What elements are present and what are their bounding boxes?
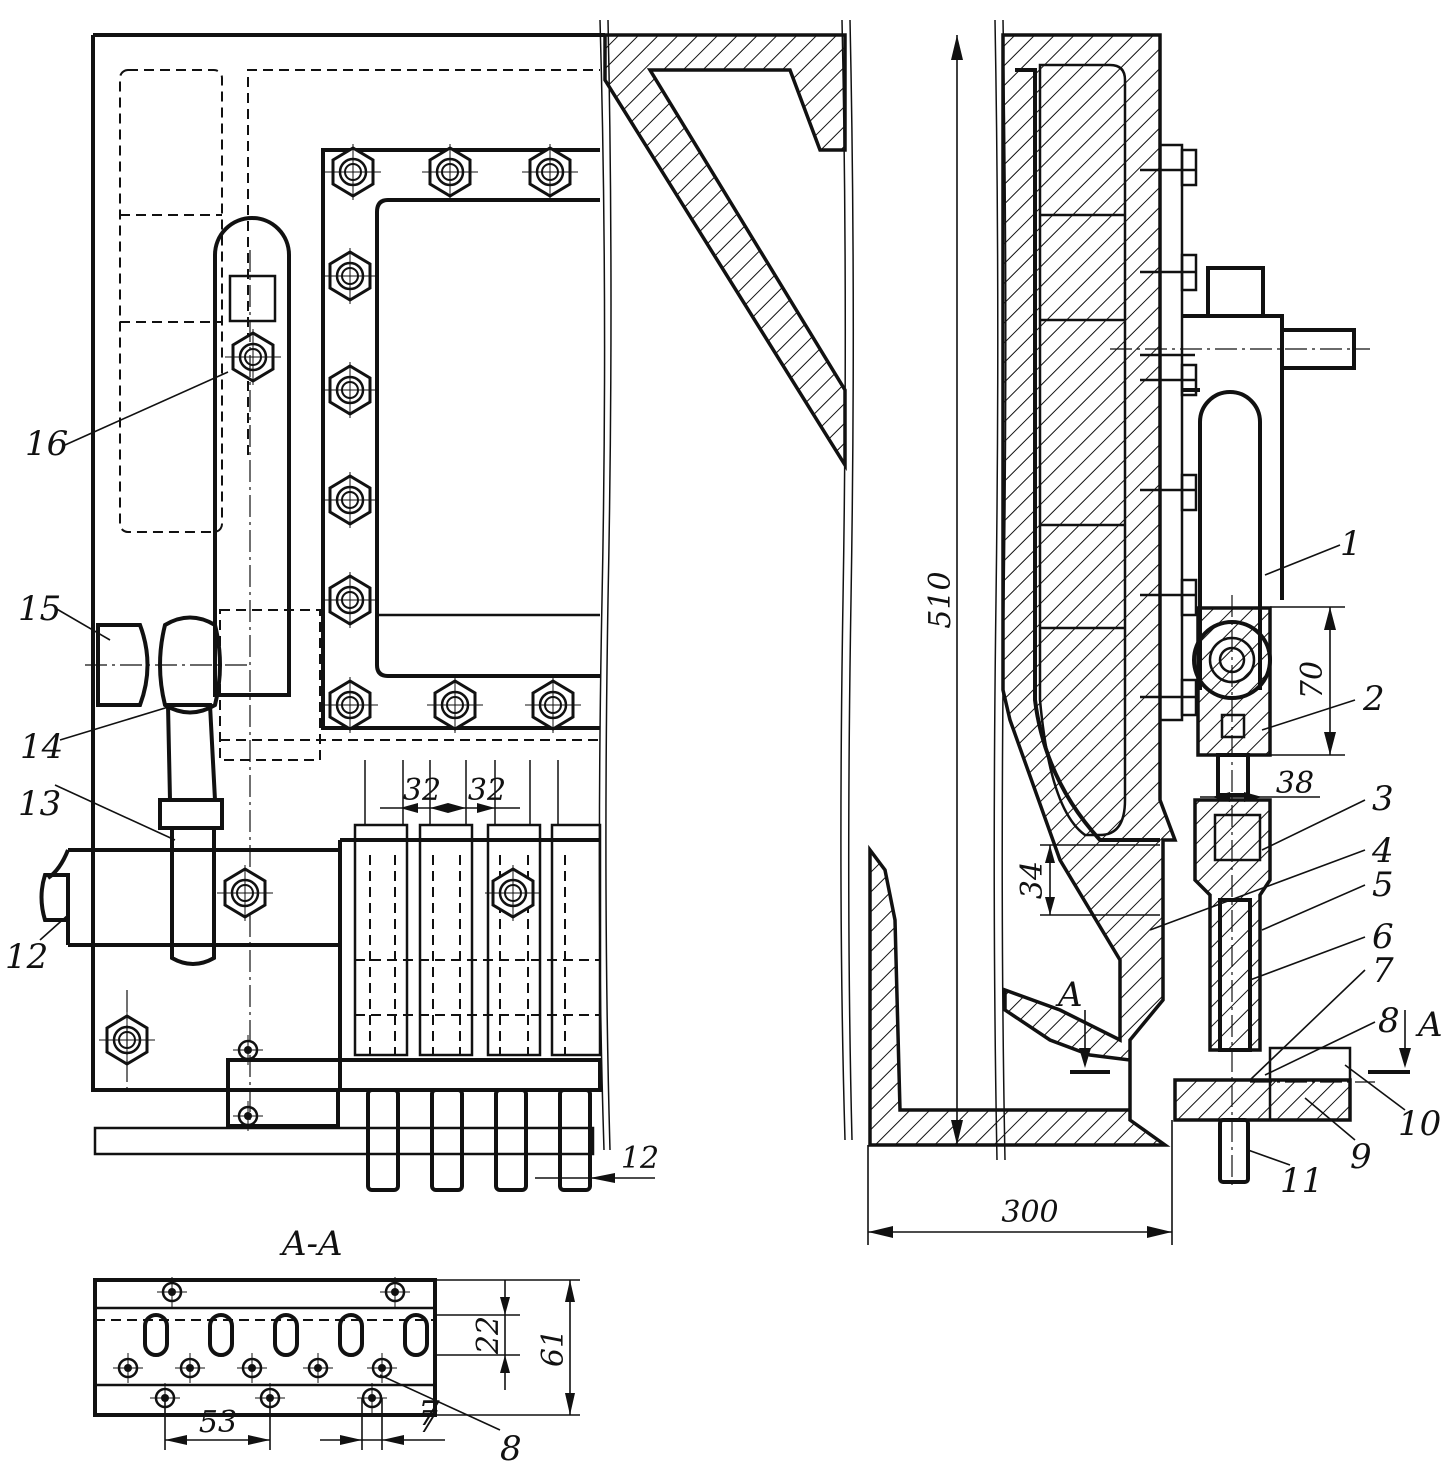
nozzles xyxy=(366,1088,592,1192)
callout-15: 15 xyxy=(18,589,61,629)
callout-12: 12 xyxy=(5,937,48,977)
dim-7: 7 xyxy=(418,1405,438,1440)
callout-labels: 1 2 3 4 5 6 7 8 9 10 11 12 13 14 15 16 A… xyxy=(5,424,1443,1469)
dim-34: 34 xyxy=(1015,861,1050,899)
section-callout-8: 8 xyxy=(500,1429,522,1469)
dim-22: 22 xyxy=(471,1316,506,1355)
callout-9: 9 xyxy=(1350,1137,1372,1177)
slots xyxy=(143,1313,429,1357)
valve-nut-icon xyxy=(483,863,543,923)
front-view xyxy=(39,33,605,1192)
flange-nut-icon xyxy=(320,246,380,306)
side-section xyxy=(868,33,1375,1190)
dim-70: 70 xyxy=(1295,661,1330,699)
lever-slot xyxy=(213,216,291,697)
part-13-nut xyxy=(158,798,224,830)
rod-clamp-nut-icon xyxy=(215,863,275,923)
leader-lines xyxy=(39,371,1406,1431)
nozzle-11 xyxy=(1218,1118,1250,1184)
callout-7: 7 xyxy=(1372,951,1394,991)
cover-plate xyxy=(1158,143,1184,722)
callout-14: 14 xyxy=(20,727,63,767)
dim-300: 300 xyxy=(1001,1195,1058,1230)
dim-510: 510 xyxy=(923,571,958,628)
dim-12: 12 xyxy=(621,1141,659,1176)
flange-nut-icon xyxy=(523,675,583,735)
lower-bar xyxy=(226,1058,602,1092)
section-title: A-A xyxy=(279,1224,343,1264)
section-callout-7: 7 xyxy=(418,1394,440,1434)
callout-3: 3 xyxy=(1372,779,1394,819)
bracket xyxy=(1182,314,1284,600)
lever-bolt-icon xyxy=(223,327,283,387)
handle-shank xyxy=(165,703,218,802)
flange-nut-icon xyxy=(420,142,480,202)
window-flange xyxy=(321,148,600,730)
dimension-labels: 510 300 70 38 34 32 32 12 22 61 53 7 xyxy=(199,571,1330,1440)
valve-block xyxy=(338,838,600,1090)
flange-nut-icon xyxy=(520,142,580,202)
flange-nut-icon xyxy=(425,675,485,735)
callout-6: 6 xyxy=(1372,917,1394,957)
section-plate xyxy=(93,1278,437,1417)
part-13-stem xyxy=(170,826,216,966)
callout-5: 5 xyxy=(1372,865,1394,905)
section-a-a xyxy=(93,1275,437,1417)
handle-ball xyxy=(158,615,222,715)
base-plate xyxy=(93,1126,595,1156)
stem xyxy=(1216,753,1250,797)
flange-nut-icon xyxy=(320,360,380,420)
housing-wall xyxy=(868,33,1178,1147)
section-mark-a-right: A xyxy=(1415,1005,1443,1045)
callout-8: 8 xyxy=(1378,1001,1400,1041)
dim-53: 53 xyxy=(199,1405,237,1440)
dim-32-b: 32 xyxy=(468,773,506,808)
callout-16: 16 xyxy=(25,424,68,464)
hidden-pocket-1 xyxy=(119,69,223,533)
dimensions xyxy=(164,35,1411,1450)
section-holes xyxy=(111,1275,412,1415)
callout-13: 13 xyxy=(18,784,61,824)
flange-nut-icon xyxy=(323,142,383,202)
flange-nut-icon xyxy=(320,570,380,630)
hidden-pocket-2 xyxy=(247,69,600,455)
dim-32-a: 32 xyxy=(403,773,441,808)
bracket-block xyxy=(1206,266,1265,318)
callout-1: 1 xyxy=(1340,524,1362,564)
flange-nut-icon xyxy=(320,470,380,530)
flange-nut-icon xyxy=(320,675,380,735)
window-glass xyxy=(375,198,600,678)
handle-knob xyxy=(96,623,150,707)
valve-columns xyxy=(353,760,602,1057)
callout-4: 4 xyxy=(1371,831,1394,871)
cover-bolts xyxy=(1140,148,1198,717)
dim-38: 38 xyxy=(1276,766,1314,801)
dim-61: 61 xyxy=(536,1329,571,1367)
callout-2: 2 xyxy=(1362,679,1385,719)
section-mark-a-left: A xyxy=(1055,975,1083,1015)
middle-section xyxy=(603,33,847,472)
lever-1 xyxy=(1198,390,1262,690)
callout-11: 11 xyxy=(1280,1161,1323,1201)
callout-10: 10 xyxy=(1398,1104,1441,1144)
